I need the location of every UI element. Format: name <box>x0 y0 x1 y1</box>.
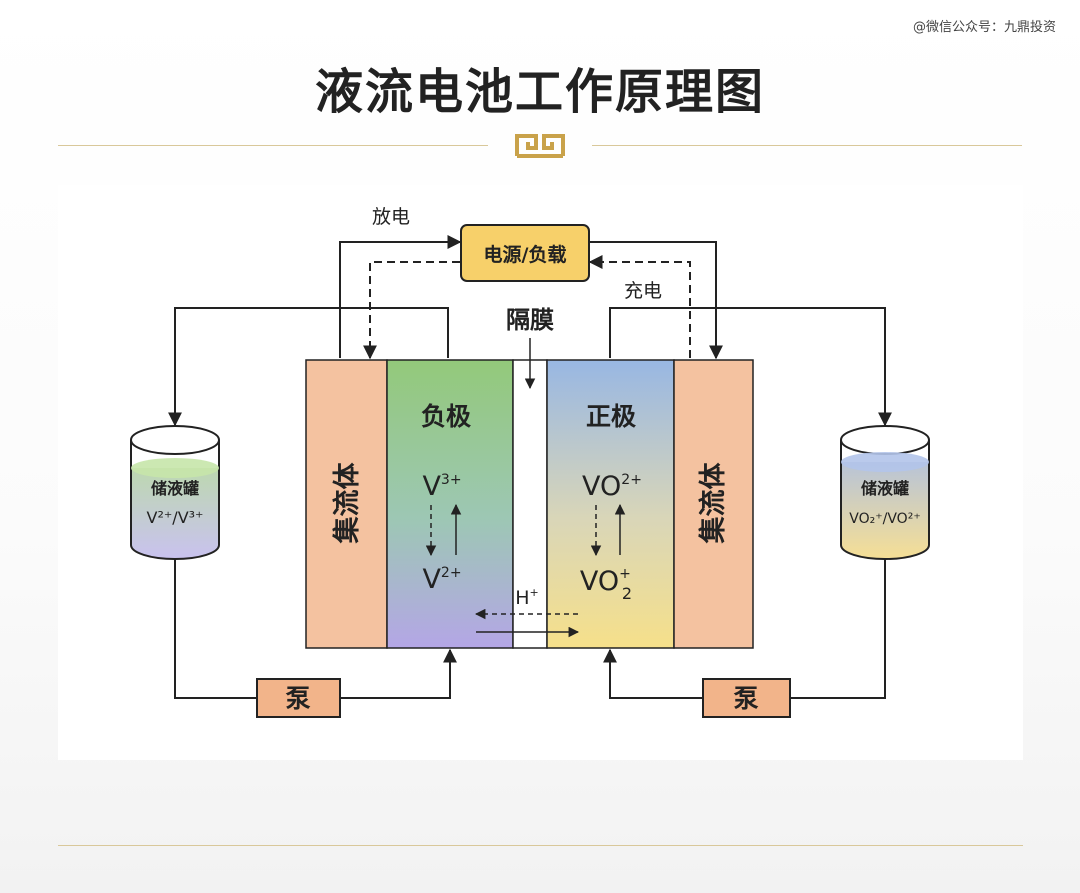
discharge-wire-left <box>339 235 462 358</box>
tank-right-label: 储液罐 <box>860 479 909 498</box>
pos-species-bottom: VO+2 <box>580 566 632 603</box>
negative-electrode <box>386 359 514 649</box>
title-rule-right <box>592 145 1022 146</box>
title-rule-left <box>58 145 488 146</box>
membrane-label: 隔膜 <box>506 306 554 334</box>
collector-right-label: 集流体 <box>697 462 729 545</box>
pipe-left-top <box>168 307 449 427</box>
ornament-icon <box>515 134 565 158</box>
diagram-panel: 电源/负载 放电 充电 集流体 集流体 隔膜 负极 V3+ V2+ 正极 VO2… <box>58 185 1023 760</box>
neg-species-top: V3+ <box>422 471 461 502</box>
tank-right-species: VO₂⁺/VO²⁺ <box>849 511 920 527</box>
tank-right <box>840 425 930 560</box>
proton-label: H+ <box>515 586 539 609</box>
tank-left-label: 储液罐 <box>150 479 199 498</box>
collector-left <box>305 359 388 649</box>
pos-species-top: VO2+ <box>582 471 642 502</box>
neg-species-bottom: V2+ <box>422 564 461 595</box>
pipe-right-top <box>609 307 892 427</box>
charge-wire-right <box>588 255 691 358</box>
collector-left-label: 集流体 <box>331 462 363 545</box>
collector-right <box>673 359 754 649</box>
positive-electrode-label: 正极 <box>586 402 636 431</box>
pump-right <box>702 678 791 718</box>
pump-right-label: 泵 <box>733 684 758 713</box>
discharge-label: 放电 <box>372 206 410 228</box>
negative-electrode-label: 负极 <box>421 402 471 431</box>
tank-left <box>130 425 220 560</box>
pump-left-label: 泵 <box>285 684 310 713</box>
flow-battery-diagram: 电源/负载 放电 充电 集流体 集流体 隔膜 负极 V3+ V2+ 正极 VO2… <box>130 206 930 718</box>
page-title: 液流电池工作原理图 <box>314 64 765 120</box>
power-load-box <box>460 224 590 282</box>
watermark: @微信公众号：九鼎投资 <box>912 20 1056 35</box>
footer-rule <box>58 845 1023 846</box>
tank-left-species: V²⁺/V³⁺ <box>147 508 204 527</box>
charge-label: 充电 <box>624 280 662 302</box>
discharge-wire-right <box>590 241 723 360</box>
power-load-label: 电源/负载 <box>484 243 567 266</box>
pump-left <box>256 678 341 718</box>
charge-wire-left <box>363 261 460 360</box>
